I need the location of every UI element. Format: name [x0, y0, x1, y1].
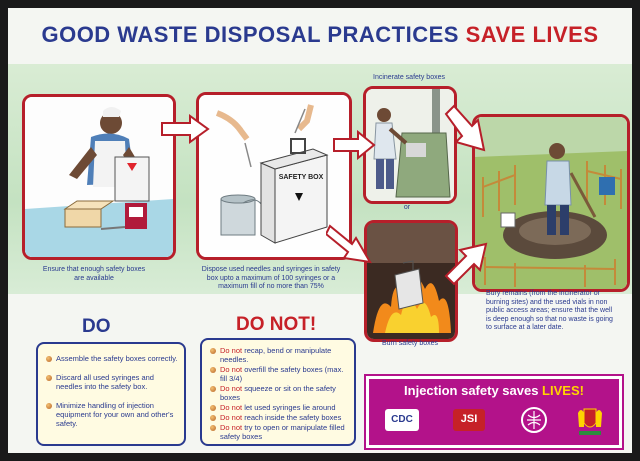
panel-incinerate	[363, 86, 457, 204]
arrow-incinerate-to-bury	[444, 104, 486, 152]
caption-burn: Burn safety boxes	[381, 340, 439, 347]
caption-or: or	[403, 204, 411, 211]
incinerator-illustration	[366, 89, 454, 201]
caption-ensure: Ensure that enough safety boxes are avai…	[42, 266, 146, 282]
dont-item: Do not recap, bend or manipulate needles…	[208, 346, 348, 364]
do-item: Minimize handling of injection equipment…	[44, 401, 178, 428]
title-part-1: GOOD WASTE DISPOSAL PRACTICES	[41, 22, 466, 47]
caption-bury: Bury remains (from the incinerator or bu…	[486, 290, 613, 331]
cdc-logo: CDC	[385, 409, 419, 431]
burial-pit-illustration	[475, 117, 627, 289]
dont-item: Do not reach inside the safety boxes	[208, 413, 348, 422]
arrow-to-burn	[326, 224, 372, 264]
panel-ensure-boxes	[22, 94, 176, 260]
caption-dispose: Dispose used needles and syringes in saf…	[201, 266, 341, 290]
nurse-assembling-box-illustration	[25, 97, 173, 257]
dont-box: Do not recap, bend or manipulate needles…	[200, 338, 356, 446]
title-part-2: SAVE LIVES	[465, 22, 599, 47]
coat-of-arms-icon	[578, 408, 602, 435]
banner-text: Injection safety saves LIVES!	[404, 383, 584, 398]
dont-heading: DO NOT!	[236, 314, 317, 335]
do-list: Assemble the safety boxes correctly. Dis…	[44, 354, 178, 428]
poster-title: GOOD WASTE DISPOSAL PRACTICES SAVE LIVES	[8, 22, 632, 48]
dont-list: Do not recap, bend or manipulate needles…	[208, 346, 348, 441]
injection-safety-banner: Injection safety saves LIVES! CDC JSI	[366, 376, 622, 448]
safety-box-label: SAFETY BOX	[279, 174, 324, 181]
burning-safety-boxes-illustration	[367, 223, 455, 339]
poster: GOOD WASTE DISPOSAL PRACTICES SAVE LIVES…	[8, 8, 632, 453]
dont-item: Do not try to open or manipulate filled …	[208, 423, 348, 441]
jsi-logo: JSI	[453, 409, 485, 431]
do-item: Assemble the safety boxes correctly.	[44, 354, 178, 363]
arrow-to-incinerate	[333, 130, 376, 160]
panel-burn	[364, 220, 458, 342]
do-heading: DO	[82, 316, 111, 337]
arrow-step1-to-step2	[161, 114, 210, 144]
dont-item: Do not squeeze or sit on the safety boxe…	[208, 384, 348, 402]
do-item: Discard all used syringes and needles in…	[44, 373, 178, 391]
panel-bury	[472, 114, 630, 292]
dont-item: Do not let used syringes lie around	[208, 403, 348, 412]
caption-incinerate: Incinerate safety boxes	[373, 74, 445, 81]
do-box: Assemble the safety boxes correctly. Dis…	[36, 342, 186, 446]
dont-item: Do not overfill the safety boxes (max. f…	[208, 365, 348, 383]
panel-dispose-needles: SAFETY BOX	[196, 92, 352, 260]
seal-icon	[521, 407, 547, 433]
safety-box-disposal-illustration: SAFETY BOX	[199, 95, 349, 257]
arrow-burn-to-bury	[444, 242, 488, 286]
